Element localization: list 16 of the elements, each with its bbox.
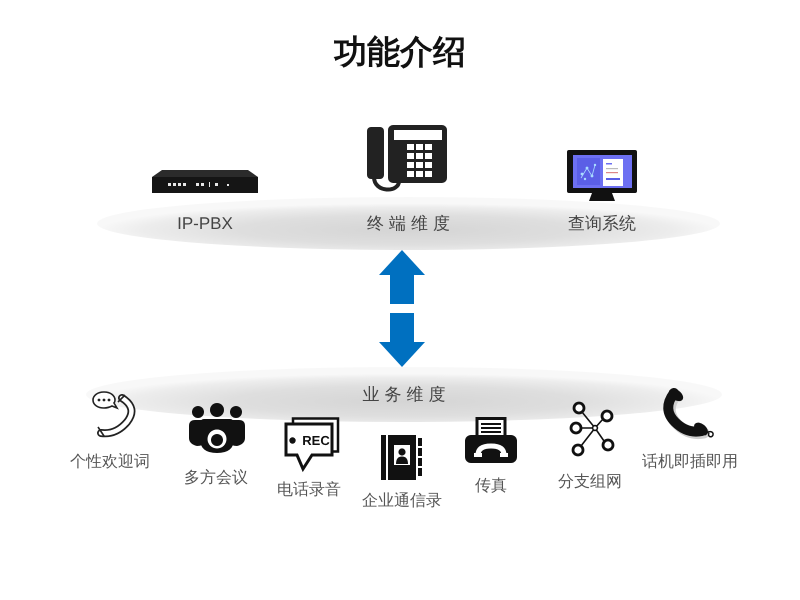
feature-caption: 电话录音 <box>277 480 341 500</box>
feature-caption: 传真 <box>475 476 507 496</box>
feature-caption: 分支组网 <box>558 472 622 492</box>
band-title: 终端维度 <box>366 213 455 234</box>
device-caption: 查询系统 <box>568 214 636 234</box>
feature-caption: 多方会议 <box>184 468 248 488</box>
device-caption: IP-PBX <box>177 214 233 234</box>
page-title: 功能介绍 <box>334 32 466 72</box>
feature-caption: 企业通信录 <box>362 491 442 511</box>
band-title: 业务维度 <box>362 384 450 405</box>
double-arrow <box>379 250 425 367</box>
feature-caption: 个性欢迎词 <box>70 452 150 472</box>
ellipse-band <box>97 197 720 250</box>
feature-caption: 话机即插即用 <box>642 452 738 472</box>
rec-text: REC <box>302 433 330 449</box>
ellipse-band <box>86 367 722 422</box>
